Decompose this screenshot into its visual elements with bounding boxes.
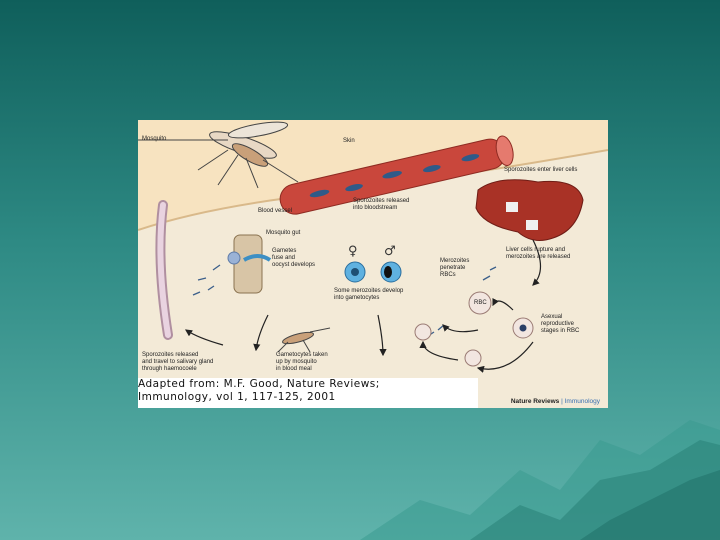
publisher-brand: Nature Reviews | Immunology xyxy=(511,398,600,405)
source-caption: Adapted from: M.F. Good, Nature Reviews;… xyxy=(138,378,478,408)
label-skin: Skin xyxy=(343,138,355,144)
label-gametes-fuse: Gametes fuse and oocyst develops xyxy=(272,248,316,268)
label-liver-rupture: Liver cells rupture and merozoites are r… xyxy=(506,247,571,260)
label-merozoites-penetrate: Merozoites penetrate RBCs xyxy=(440,258,470,278)
male-symbol-icon: ♂ xyxy=(384,244,396,259)
brand-separator: | xyxy=(561,398,563,405)
caption-line-1: Adapted from: M.F. Good, Nature Reviews; xyxy=(138,378,380,390)
label-sporozoites-bloodstream: Sporozoites released into bloodstream xyxy=(353,198,410,211)
lifecycle-artwork xyxy=(138,120,608,373)
label-gametocytes-taken: Gametocytes taken up by mosquito in bloo… xyxy=(276,352,328,372)
label-rbc: RBC xyxy=(474,300,487,306)
mosquito-icon xyxy=(138,121,299,189)
biting-mosquito-icon xyxy=(277,327,331,353)
label-sporozoites-salivary: Sporozoites released and travel to saliv… xyxy=(142,352,214,372)
malaria-lifecycle-figure: Mosquito Skin Blood vessel Sporozoites r… xyxy=(138,120,608,408)
label-mosquito: Mosquito xyxy=(142,136,167,142)
label-blood-vessel: Blood vessel xyxy=(258,208,293,214)
brand-name: Nature Reviews xyxy=(510,398,560,405)
label-mosquito-gut: Mosquito gut xyxy=(266,230,301,236)
blood-vessel xyxy=(279,135,514,215)
salivary-gland-icon xyxy=(155,200,173,340)
brand-section: Immunology xyxy=(564,398,600,405)
label-some-merozoites: Some merozoites develop into gametocytes xyxy=(334,288,404,301)
female-symbol-icon: ♀ xyxy=(348,244,358,259)
rbc-icon xyxy=(468,291,492,315)
mosquito-gut-icon xyxy=(227,234,272,294)
caption-line-2: Immunology, vol 1, 117-125, 2001 xyxy=(138,391,336,403)
liver-icon xyxy=(475,179,584,241)
label-sporozoites-liver: Sporozoites enter liver cells xyxy=(504,167,578,173)
label-asexual-stages: Asexual reproductive stages in RBC xyxy=(541,314,580,334)
